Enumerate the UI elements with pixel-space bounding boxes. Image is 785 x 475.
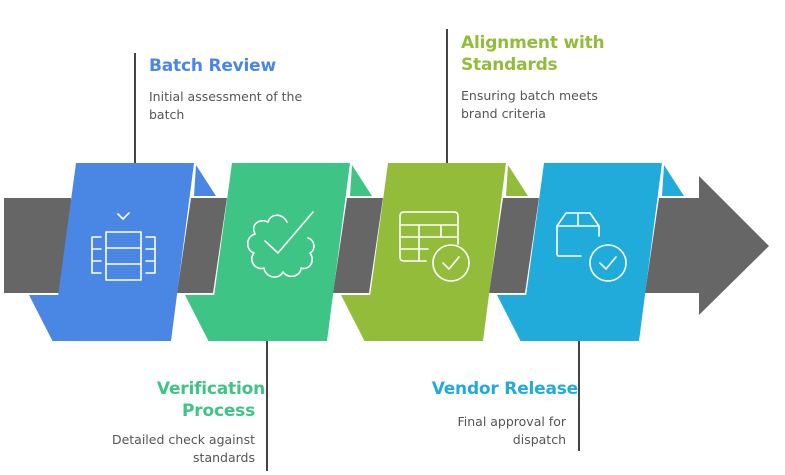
step-description-line: standards <box>193 450 255 465</box>
step-label-vendor-release: Vendor Release Final approval for dispat… <box>366 378 579 449</box>
step-description-line: Detailed check against <box>111 432 255 447</box>
step-description-line: Initial assessment of the <box>149 89 303 104</box>
step-description: Initial assessment of the batch <box>149 88 369 124</box>
step-description-line: Final approval for <box>457 414 566 429</box>
step-description-line: batch <box>149 107 185 122</box>
batch-list-check-icon <box>91 212 156 281</box>
step-title-line: Verification <box>156 379 265 399</box>
step-title-line: Batch Review <box>149 56 277 76</box>
step-title-line: Standards <box>461 55 558 75</box>
step-description: Final approval for dispatch <box>366 413 566 449</box>
arrow-segment-2 <box>333 198 383 293</box>
panel-body <box>520 163 662 341</box>
step-title-line: Vendor Release <box>431 379 579 399</box>
step-label-batch-review: Batch Review Initial assessment of the b… <box>149 55 369 124</box>
step-description-line: brand criteria <box>461 106 546 121</box>
step-title-line: Alignment with <box>461 33 605 53</box>
step-title: Batch Review <box>149 55 369 77</box>
step-label-alignment-with-standards: Alignment with Standards Ensuring batch … <box>461 32 681 123</box>
step-label-verification-process: Verification Process Detailed check agai… <box>40 378 265 467</box>
panel-body <box>364 163 506 341</box>
arrow-segment-1 <box>177 198 227 293</box>
step-panel-batch-review <box>29 163 216 341</box>
fold-top-right <box>662 165 684 196</box>
step-panel-verification-process <box>185 163 372 341</box>
panel-body <box>52 163 194 341</box>
arrow-segment-3 <box>489 198 539 293</box>
arrow-head <box>645 176 769 315</box>
package-check-icon <box>556 212 627 282</box>
step-title: Verification Process <box>40 378 265 422</box>
step-description: Detailed check against standards <box>40 431 255 467</box>
step-description-line: Ensuring batch meets <box>461 88 598 103</box>
fold-top-right <box>350 165 372 196</box>
arrow-band <box>4 176 769 315</box>
connector-lines <box>134 29 580 471</box>
badge-check-icon <box>246 211 315 278</box>
step-title: Vendor Release <box>366 378 579 400</box>
step-title-line: Process <box>182 401 255 421</box>
arrow-segment-start <box>4 198 71 293</box>
step-description-line: dispatch <box>512 432 566 447</box>
fold-top-right <box>506 165 528 196</box>
step-description: Ensuring batch meets brand criteria <box>461 87 681 123</box>
table-check-icon <box>399 211 470 282</box>
step-panel-alignment-with-standards <box>341 163 528 341</box>
step-title: Alignment with Standards <box>461 32 681 76</box>
step-panel-vendor-release <box>497 163 684 341</box>
fold-top-right <box>194 165 216 196</box>
